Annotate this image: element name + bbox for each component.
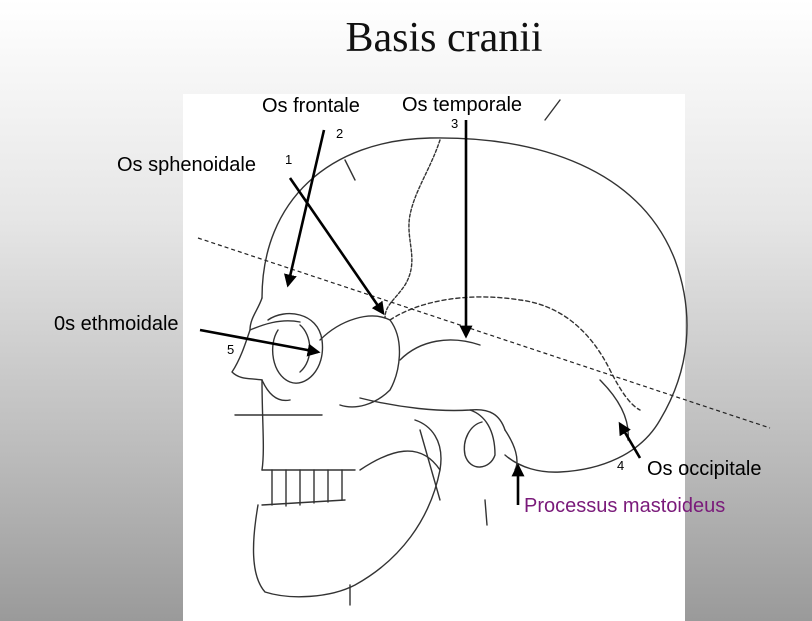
arrow-occipitale bbox=[620, 424, 640, 458]
label-os-temporale: Os temporale bbox=[402, 95, 522, 115]
arrow-frontale bbox=[288, 130, 324, 285]
number-ethmoidale: 5 bbox=[227, 343, 234, 356]
number-frontale: 2 bbox=[336, 127, 343, 140]
number-sphenoidale: 1 bbox=[285, 153, 292, 166]
arrow-ethmoidale bbox=[200, 330, 318, 352]
number-temporale: 3 bbox=[451, 117, 458, 130]
skull-lateral-illustration bbox=[232, 100, 687, 605]
label-os-ethmoidale: 0s ethmoidale bbox=[54, 314, 179, 334]
label-os-sphenoidale: Os sphenoidale bbox=[117, 155, 256, 175]
label-processus-mastoideus: Processus mastoideus bbox=[524, 496, 725, 516]
number-occipitale: 4 bbox=[617, 459, 624, 472]
label-os-frontale: Os frontale bbox=[262, 96, 360, 116]
arrow-sphenoidale bbox=[290, 178, 383, 313]
basis-reference-line bbox=[198, 238, 770, 428]
label-os-occipitale: Os occipitale bbox=[647, 459, 762, 479]
